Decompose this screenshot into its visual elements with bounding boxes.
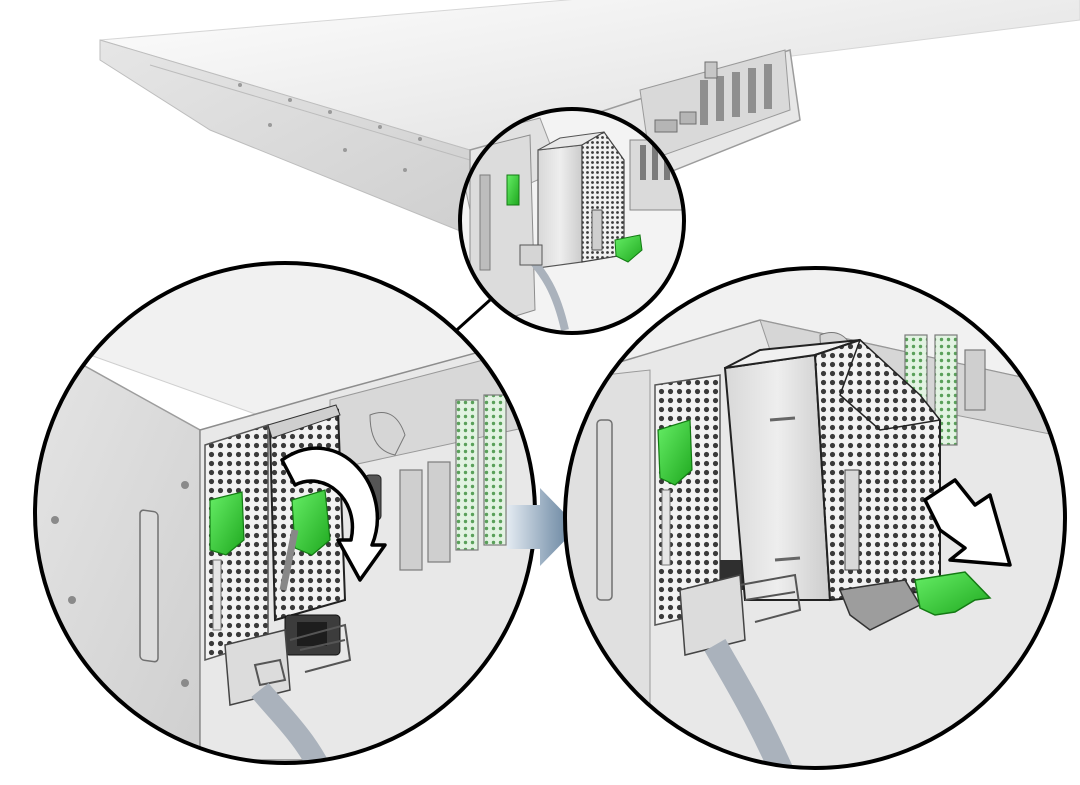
rotate-latch-arrow	[280, 446, 387, 582]
server-chassis-overview	[99, 0, 1080, 236]
step-1-detail-circle	[33, 261, 537, 765]
step-transition-arrow	[507, 488, 578, 566]
overview-zoom-circle	[458, 107, 686, 335]
step-2-detail-circle	[563, 266, 1067, 770]
pull-out-arrow	[923, 478, 1012, 567]
